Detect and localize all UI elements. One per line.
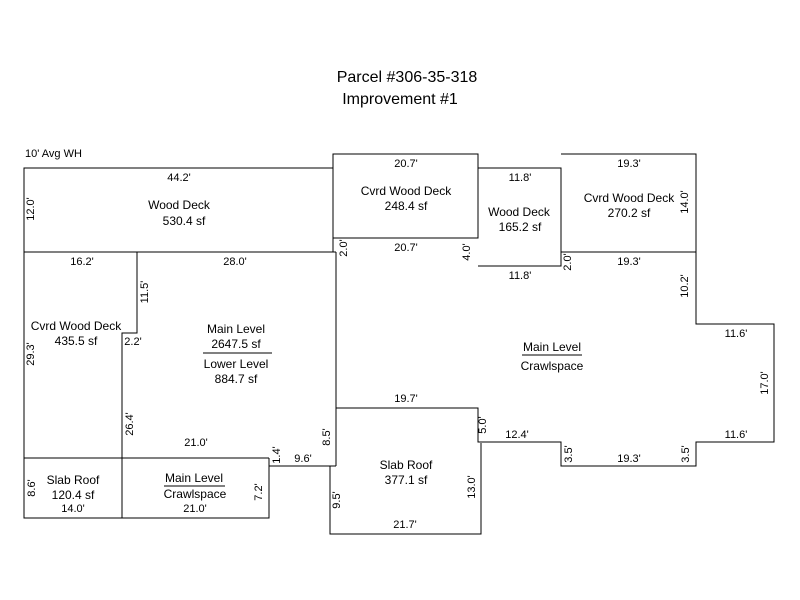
dim-12-4: 12.4' <box>505 429 529 441</box>
cvrd-wood-deck-left-outline <box>23 252 122 519</box>
dim-14-0-right: 14.0' <box>679 190 691 214</box>
dim-9-5: 9.5' <box>331 491 343 508</box>
cvrd-wood-deck-top-area: 248.4 sf <box>385 199 428 213</box>
cvrd-wood-deck-right-name: Cvrd Wood Deck <box>584 191 675 205</box>
dim-26-4: 26.4' <box>124 412 136 436</box>
slab-roof-bottom-name: Slab Roof <box>380 458 433 472</box>
main-level-bottom-outline <box>122 458 270 519</box>
main-level-left-name: Main Level <box>207 322 265 336</box>
main-level-bottom-sub: Crawlspace <box>164 487 227 501</box>
slab-roof-bottom-area: 377.1 sf <box>385 473 428 487</box>
dim-21-7: 21.7' <box>393 519 417 531</box>
cvrd-wood-deck-top-outline <box>332 153 479 252</box>
title-improvement: Improvement #1 <box>342 91 458 108</box>
title-parcel: Parcel #306-35-318 <box>337 69 478 86</box>
dim-19-3-top: 19.3' <box>617 158 641 170</box>
main-level-left-step <box>121 252 138 518</box>
cvrd-wood-deck-left-name: Cvrd Wood Deck <box>31 319 122 333</box>
dim-10-2: 10.2' <box>679 274 691 298</box>
wood-deck-mid-outline <box>478 167 562 267</box>
dim-2-0-b: 2.0' <box>562 253 574 270</box>
dim-11-8-top: 11.8' <box>509 172 532 184</box>
wood-deck-left-outline <box>23 167 336 253</box>
lower-level-name: Lower Level <box>204 357 269 371</box>
dim-16-2: 16.2' <box>70 256 94 268</box>
sketch-lines <box>23 153 775 535</box>
cvrd-wood-deck-right-outline <box>561 153 697 253</box>
slab-roof-left-area: 120.4 sf <box>52 488 95 502</box>
slab-roof-bottom-outline <box>329 443 482 535</box>
cvrd-wood-deck-right-area: 270.2 sf <box>608 206 651 220</box>
main-level-right-name: Main Level <box>523 340 581 354</box>
dim-2-2: 2.2' <box>124 336 141 348</box>
dim-44-2: 44.2' <box>167 172 191 184</box>
dim-29-3: 29.3' <box>25 342 37 366</box>
lower-level-area: 884.7 sf <box>215 372 258 386</box>
dim-21-0-mid: 21.0' <box>184 437 208 449</box>
main-level-bottom-name: Main Level <box>165 471 223 485</box>
dim-4-0: 4.0' <box>461 243 473 260</box>
main-level-right-outline <box>336 252 775 467</box>
main-level-left-area: 2647.5 sf <box>211 337 261 351</box>
dim-11-6-top: 11.6' <box>725 328 748 340</box>
dim-11-6-bot: 11.6' <box>725 429 748 441</box>
main-level-right-sub: Crawlspace <box>521 359 584 373</box>
dim-13-0: 13.0' <box>466 475 478 499</box>
dim-8-6: 8.6' <box>26 479 38 496</box>
dim-11-5: 11.5' <box>139 281 151 304</box>
dim-2-0-a: 2.0' <box>338 239 350 256</box>
dim-1-4: 1.4' <box>271 446 283 463</box>
dim-20-7-mid: 20.7' <box>394 242 418 254</box>
slab-roof-left-name: Slab Roof <box>47 473 100 487</box>
cvrd-wood-deck-top-name: Cvrd Wood Deck <box>361 184 452 198</box>
dim-3-5-b: 3.5' <box>680 445 692 462</box>
dim-14-0-bot: 14.0' <box>61 503 85 515</box>
dim-11-8-mid: 11.8' <box>509 270 532 282</box>
dim-7-2: 7.2' <box>253 483 265 500</box>
dim-19-3-mid: 19.3' <box>617 256 641 268</box>
dim-21-0-bot: 21.0' <box>183 503 207 515</box>
dim-5-0: 5.0' <box>477 416 489 433</box>
wood-deck-left-name: Wood Deck <box>148 198 211 212</box>
dim-28-0: 28.0' <box>223 256 247 268</box>
cvrd-wood-deck-left-area: 435.5 sf <box>55 334 98 348</box>
dim-12-0: 12.0' <box>25 197 37 221</box>
dim-20-7-top: 20.7' <box>394 158 418 170</box>
wall-height-note: 10' Avg WH <box>25 148 82 160</box>
dim-19-7: 19.7' <box>394 393 418 405</box>
wood-deck-left-area: 530.4 sf <box>163 214 206 228</box>
dim-8-5: 8.5' <box>321 428 333 445</box>
dim-19-3-bot: 19.3' <box>617 453 641 465</box>
dim-9-6: 9.6' <box>294 453 311 465</box>
wood-deck-mid-name: Wood Deck <box>488 205 551 219</box>
dim-3-5-a: 3.5' <box>563 445 575 462</box>
wood-deck-mid-area: 165.2 sf <box>499 220 542 234</box>
dim-17-0: 17.0' <box>759 371 771 395</box>
